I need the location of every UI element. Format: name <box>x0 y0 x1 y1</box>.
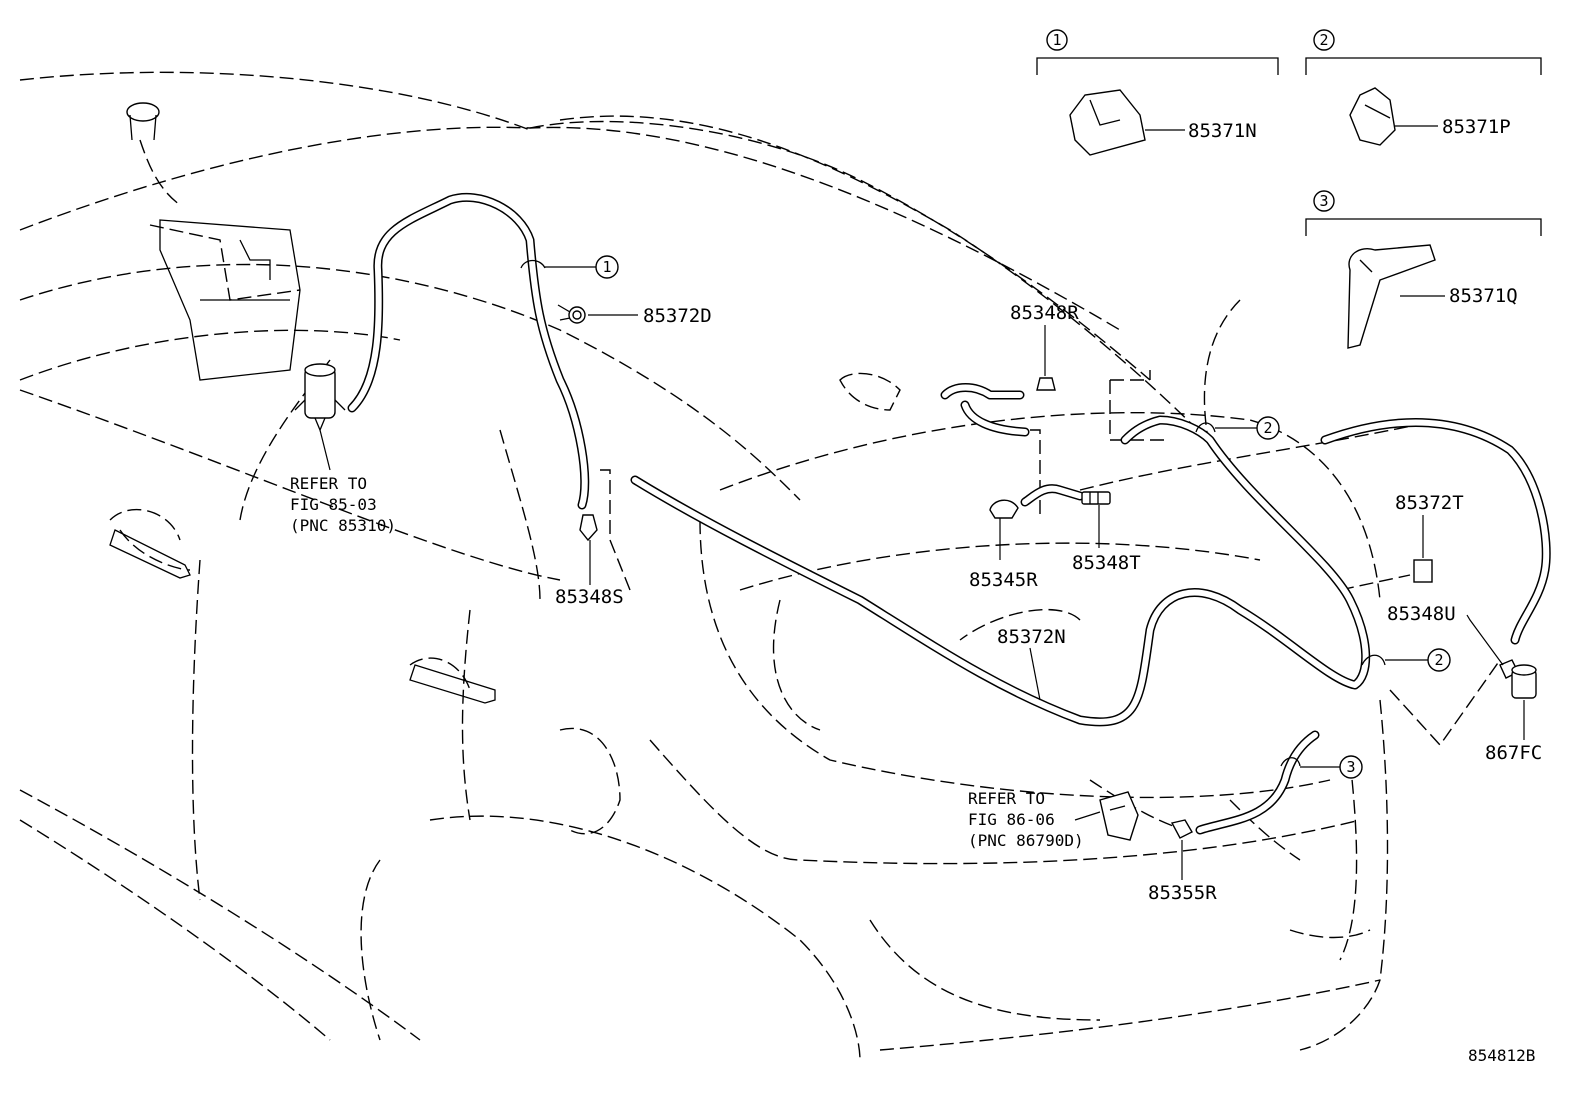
hose-to-top <box>347 192 590 510</box>
washer-pump <box>294 363 346 432</box>
vehicle-body-outline <box>19 71 1501 1061</box>
check-valve-85348S <box>579 514 598 542</box>
label-85355R: 85355R <box>1148 882 1217 904</box>
connector-85348T <box>1081 491 1111 505</box>
clamp-85372T <box>1413 559 1433 583</box>
inset-3-number: 3 <box>1319 192 1328 210</box>
clip-85371P-on-hose-upper <box>1195 422 1216 433</box>
inset-3 <box>1305 190 1542 349</box>
inset-1-number: 1 <box>1052 31 1061 49</box>
callout-2-upper-text: 2 <box>1263 419 1272 437</box>
callout-2-lower: 2 <box>1427 648 1451 672</box>
label-867FC: 867FC <box>1485 742 1542 764</box>
inset-2-number: 2 <box>1319 31 1328 49</box>
callout-3-text: 3 <box>1346 758 1355 776</box>
label-85371N: 85371N <box>1188 120 1257 142</box>
clip-85371P-on-hose-lower <box>1361 654 1386 666</box>
label-85372T: 85372T <box>1395 492 1464 514</box>
connector-85348R <box>1036 377 1056 391</box>
label-85348R: 85348R <box>1010 302 1079 324</box>
washer-tank <box>126 102 301 381</box>
rear-nozzle <box>1099 791 1139 841</box>
hose-85372N <box>630 415 1371 727</box>
clip-85371Q-on-hose <box>1280 757 1301 767</box>
cap-867FC <box>1511 664 1537 699</box>
reference-note-2-line-3: (PNC 86790D) <box>968 831 1084 850</box>
reference-note-2-line-1: REFER TO <box>968 789 1045 808</box>
label-85345R: 85345R <box>969 569 1038 591</box>
callout-1-text: 1 <box>602 258 611 276</box>
reference-note-1-line-3: (PNC 85310) <box>290 516 396 535</box>
figure-id: 854812B <box>1468 1046 1535 1065</box>
label-85371Q: 85371Q <box>1449 285 1518 307</box>
callout-2-upper: 2 <box>1256 416 1280 440</box>
reference-note-2-line-2: FIG 86-06 <box>968 810 1055 829</box>
inset-2 <box>1305 29 1542 146</box>
grommet-85372D <box>557 304 586 324</box>
label-85372D: 85372D <box>643 305 712 327</box>
reference-note-2: REFER TO FIG 86-06 (PNC 86790D) <box>968 789 1084 850</box>
hose-top-left-short <box>940 383 1030 437</box>
callout-3: 3 <box>1339 755 1363 779</box>
label-85372N: 85372N <box>997 626 1066 648</box>
reference-note-1-line-2: FIG 85-03 <box>290 495 377 514</box>
clip-85371N-on-hose <box>520 259 546 269</box>
hose-85348U <box>1320 418 1551 645</box>
reference-note-1-line-1: REFER TO <box>290 474 367 493</box>
label-85348S: 85348S <box>555 586 624 608</box>
door-handle-rear <box>409 664 496 704</box>
label-85348T: 85348T <box>1072 552 1141 574</box>
label-85348U: 85348U <box>1387 603 1456 625</box>
connector-85355R <box>1170 819 1193 839</box>
label-85371P: 85371P <box>1442 116 1511 138</box>
hose-85345R-85348T <box>1020 484 1085 507</box>
leader-lines <box>319 266 1525 880</box>
hose-lower <box>1195 730 1320 835</box>
callout-1: 1 <box>595 255 619 279</box>
nozzle-85345R <box>989 499 1019 519</box>
callout-2-lower-text: 2 <box>1434 651 1443 669</box>
door-handle-front <box>109 529 191 579</box>
reference-note-1: REFER TO FIG 85-03 (PNC 85310) <box>290 474 396 535</box>
inset-1 <box>1036 29 1279 156</box>
